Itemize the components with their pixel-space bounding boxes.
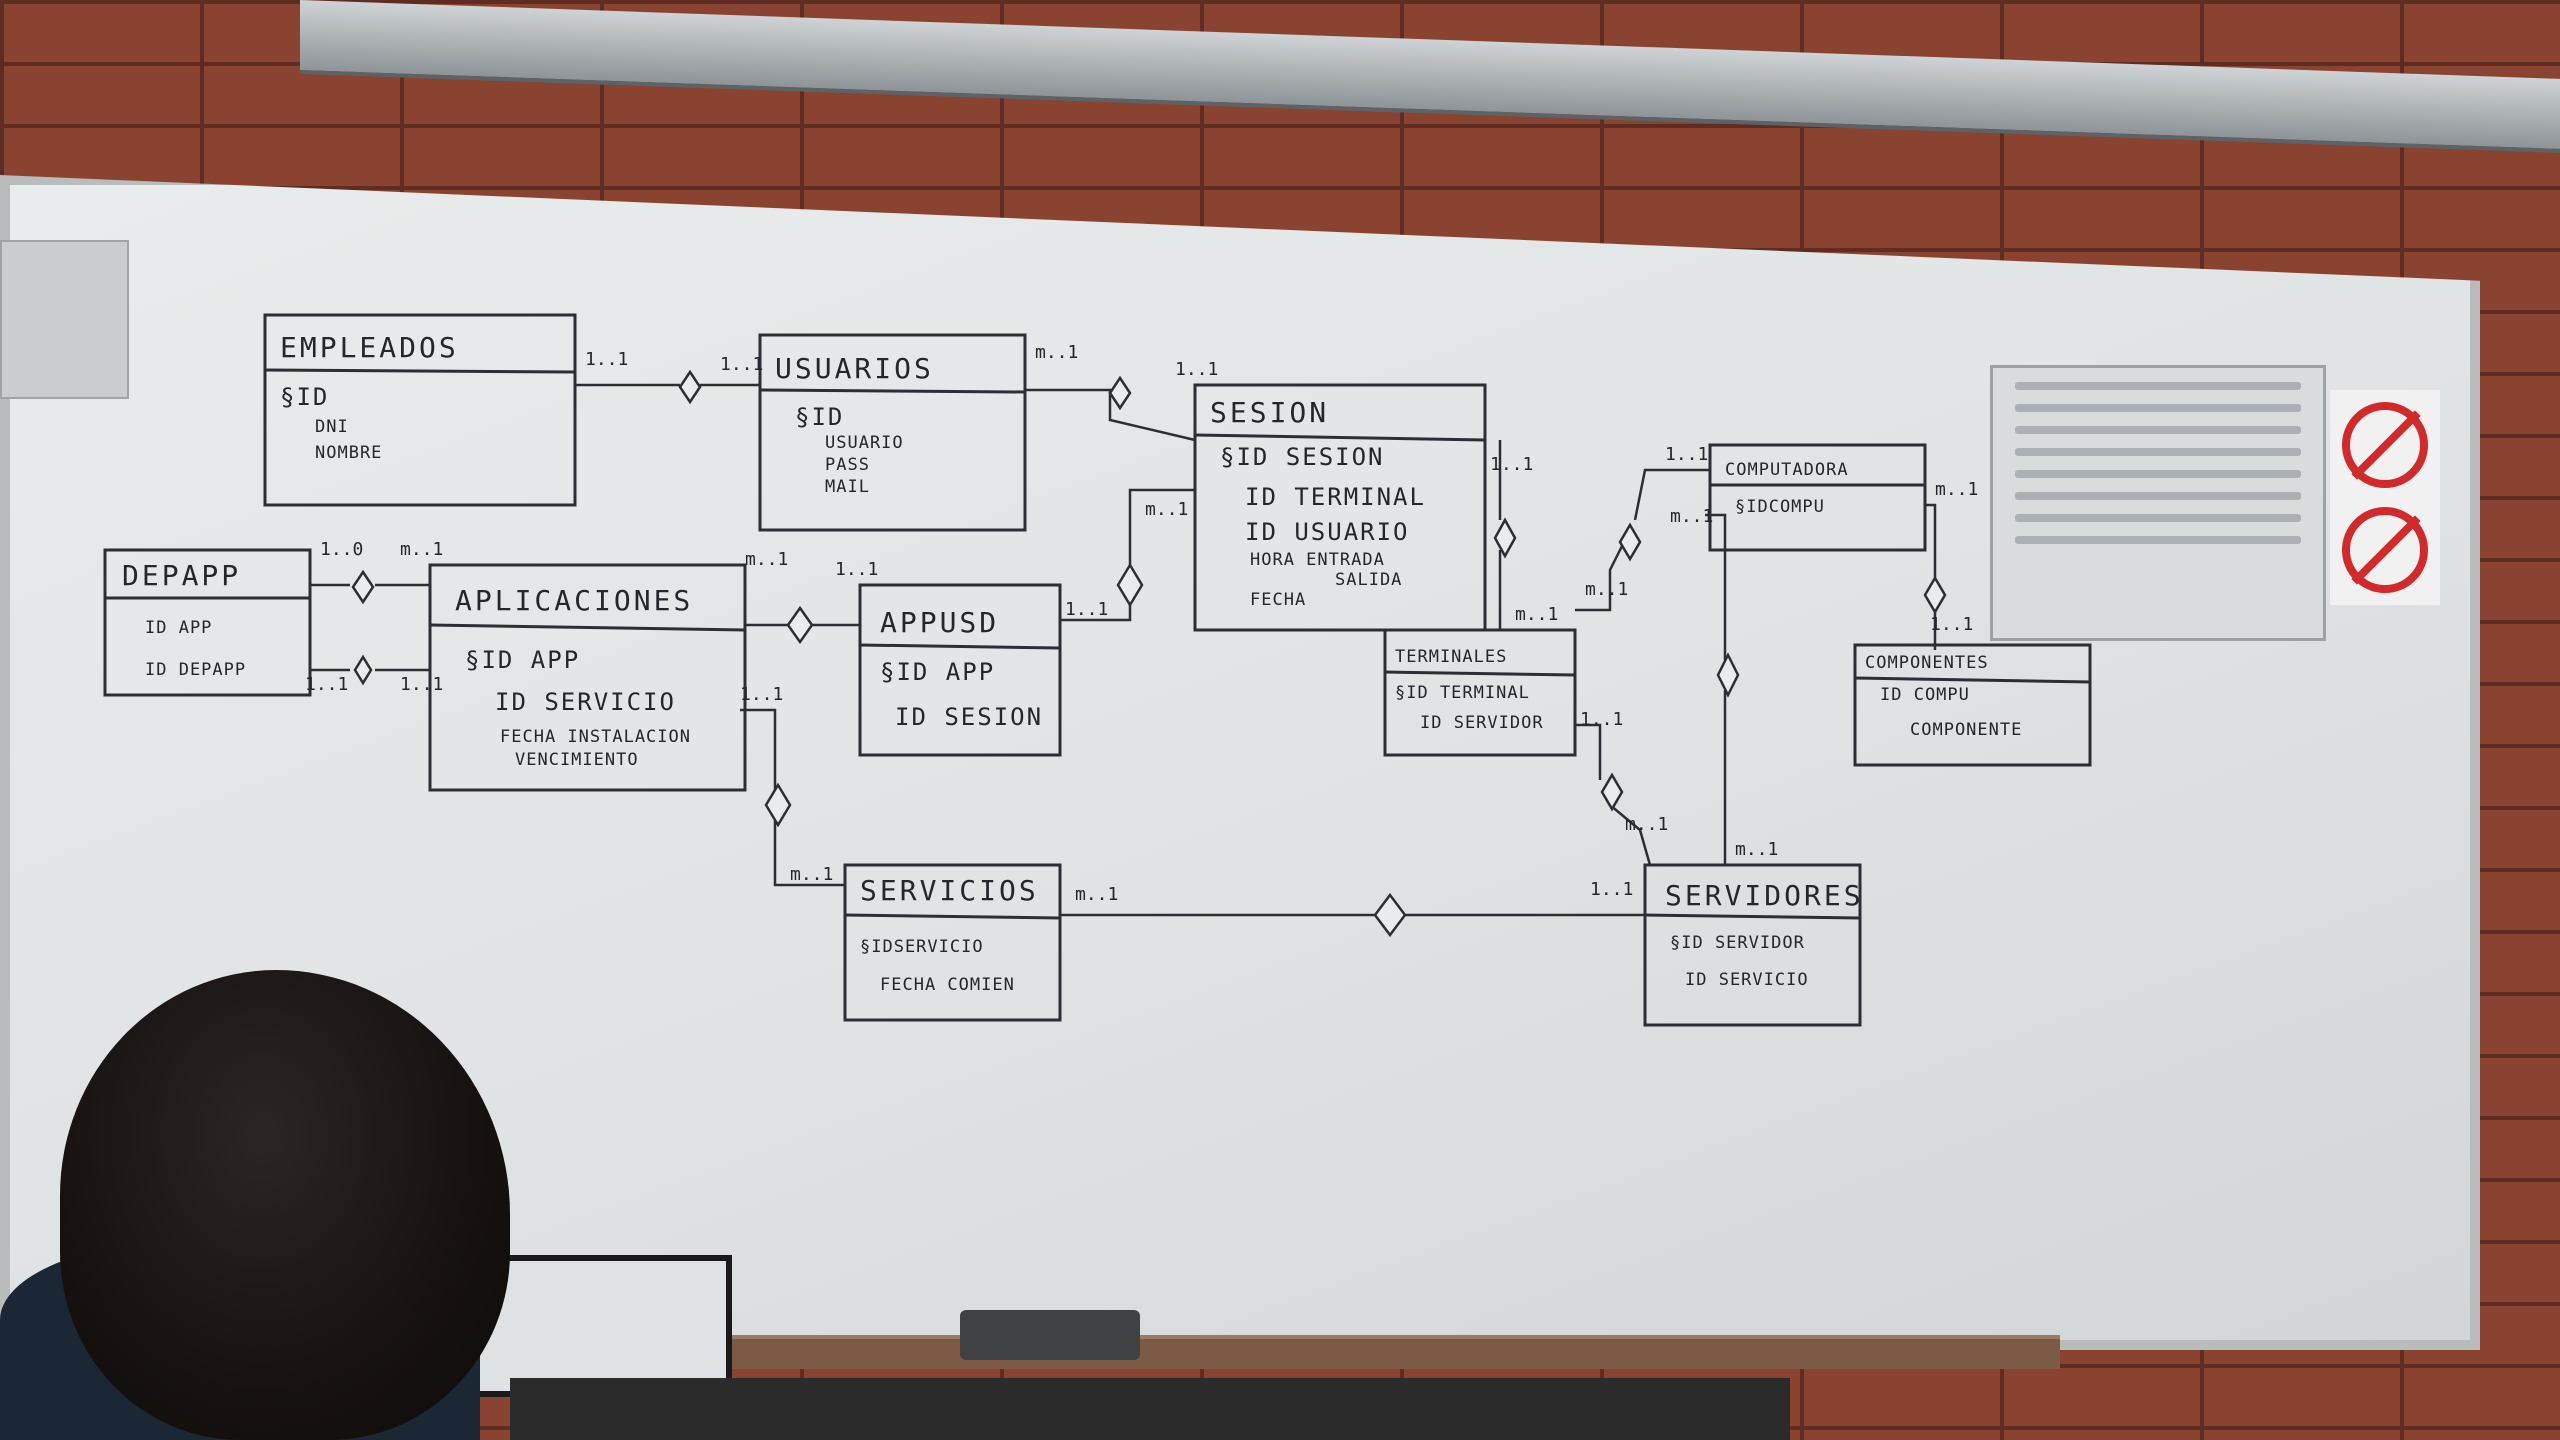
desk (510, 1378, 1790, 1440)
svg-text:§ID SERVIDOR: §ID SERVIDOR (1670, 933, 1805, 953)
entity-empleados: EMPLEADOS §ID DNI NOMBRE (263, 313, 577, 507)
svg-text:ID COMPU: ID COMPU (1880, 685, 1970, 705)
svg-text:SESION: SESION (1210, 396, 1329, 429)
entity-appusd: APPUSD §ID APP ID SESION (858, 583, 1062, 757)
svg-text:1..1: 1..1 (720, 354, 763, 375)
svg-text:ID DEPAPP: ID DEPAPP (145, 660, 246, 680)
svg-text:§ID APP: §ID APP (880, 658, 995, 686)
svg-text:1..1: 1..1 (305, 674, 348, 695)
svg-text:1..1: 1..1 (835, 559, 878, 580)
entity-usuarios: USUARIOS §ID USUARIO PASS MAIL (758, 333, 1027, 532)
svg-text:DNI: DNI (315, 417, 349, 437)
svg-text:m..1: m..1 (1735, 839, 1778, 860)
svg-text:1..1: 1..1 (585, 349, 628, 370)
svg-text:1..1: 1..1 (1930, 614, 1973, 635)
entity-sesion: SESION §ID SESION ID TERMINAL ID USUARIO… (1193, 383, 1487, 632)
entity-servicios: SERVICIOS §IDSERVICIO FECHA COMIEN (843, 863, 1062, 1022)
whiteboard-eraser (960, 1310, 1140, 1360)
svg-text:m..1: m..1 (1515, 604, 1558, 625)
svg-text:1..1: 1..1 (1590, 879, 1633, 900)
svg-text:FECHA COMIEN: FECHA COMIEN (880, 975, 1015, 995)
svg-text:1..1: 1..1 (740, 684, 783, 705)
svg-text:COMPONENTES: COMPONENTES (1865, 653, 1989, 673)
person-head (60, 970, 510, 1440)
svg-text:§IDCOMPU: §IDCOMPU (1735, 497, 1825, 517)
entity-title: TERMINALES (1395, 647, 1507, 667)
svg-text:§ID APP: §ID APP (465, 646, 580, 674)
svg-text:m..1: m..1 (1075, 884, 1118, 905)
svg-text:1..1: 1..1 (1490, 454, 1533, 475)
entity-title: EMPLEADOS (280, 331, 459, 364)
svg-text:1..1: 1..1 (1665, 444, 1708, 465)
svg-text:APPUSD: APPUSD (880, 606, 999, 639)
svg-text:m..1: m..1 (1935, 479, 1978, 500)
svg-text:ID SERVICIO: ID SERVICIO (495, 688, 676, 716)
svg-text:FECHA: FECHA (1250, 590, 1306, 610)
svg-text:HORA ENTRADA: HORA ENTRADA (1250, 550, 1385, 570)
entity-servidores: SERVIDORES §ID SERVIDOR ID SERVICIO (1643, 863, 1864, 1027)
svg-text:§IDSERVICIO: §IDSERVICIO (860, 937, 984, 957)
entity-componentes: COMPONENTES ID COMPU COMPONENTE (1853, 643, 2092, 767)
svg-text:ID SERVIDOR: ID SERVIDOR (1420, 713, 1544, 733)
svg-text:SERVICIOS: SERVICIOS (860, 874, 1039, 907)
entity-terminales: TERMINALES §ID TERMINAL ID SERVIDOR (1383, 628, 1577, 757)
svg-text:1..1: 1..1 (400, 674, 443, 695)
svg-text:1..1: 1..1 (1175, 359, 1218, 380)
marker-tray (700, 1335, 2060, 1369)
svg-text:APLICACIONES: APLICACIONES (455, 584, 693, 617)
svg-text:§ID: §ID (280, 383, 329, 411)
svg-text:§ID: §ID (795, 403, 844, 431)
svg-text:ID SESION: ID SESION (895, 703, 1043, 731)
svg-text:USUARIO: USUARIO (825, 433, 904, 453)
svg-text:ID APP: ID APP (145, 618, 212, 638)
notice-sign (1990, 365, 2326, 641)
svg-text:NOMBRE: NOMBRE (315, 443, 382, 463)
svg-text:ID USUARIO: ID USUARIO (1245, 518, 1410, 546)
wall-sticker (0, 240, 129, 399)
svg-text:MAIL: MAIL (825, 477, 870, 497)
svg-text:ID TERMINAL: ID TERMINAL (1245, 483, 1426, 511)
svg-text:1..1: 1..1 (1065, 599, 1108, 620)
svg-text:m..1: m..1 (400, 539, 443, 560)
svg-text:FECHA INSTALACION: FECHA INSTALACION (500, 727, 691, 747)
svg-text:m..1: m..1 (1035, 342, 1078, 363)
svg-text:m..1: m..1 (1145, 499, 1188, 520)
svg-text:m..1: m..1 (1625, 814, 1668, 835)
svg-text:m..1: m..1 (1585, 579, 1628, 600)
svg-text:VENCIMIENTO: VENCIMIENTO (515, 750, 639, 770)
svg-text:DEPAPP: DEPAPP (122, 559, 241, 592)
svg-text:1..1: 1..1 (1580, 709, 1623, 730)
svg-text:COMPUTADORA: COMPUTADORA (1725, 460, 1849, 480)
no-smoking-icon (2330, 390, 2440, 500)
svg-text:m..1: m..1 (1670, 506, 1713, 527)
svg-text:m..1: m..1 (745, 549, 788, 570)
laptop-screen (470, 1255, 732, 1397)
svg-text:§ID TERMINAL: §ID TERMINAL (1395, 683, 1530, 703)
svg-text:SALIDA: SALIDA (1335, 570, 1402, 590)
svg-text:USUARIOS: USUARIOS (775, 352, 934, 385)
svg-text:1..0: 1..0 (320, 539, 363, 560)
entity-computadora: COMPUTADORA §IDCOMPU (1708, 443, 1927, 552)
svg-text:m..1: m..1 (790, 864, 833, 885)
no-food-icon (2330, 495, 2440, 605)
svg-text:COMPONENTE: COMPONENTE (1910, 720, 2022, 740)
entity-aplicaciones: APLICACIONES §ID APP ID SERVICIO FECHA I… (428, 563, 747, 792)
cardinality-labels: 1..1 1..1 m..1 1..1 m..1 1..1 1..0 m..1 … (305, 342, 1978, 905)
svg-text:ID SERVICIO: ID SERVICIO (1685, 970, 1809, 990)
relationship-diamonds (351, 369, 1947, 938)
svg-text:§ID SESION: §ID SESION (1220, 443, 1385, 471)
entity-depapp: DEPAPP ID APP ID DEPAPP (103, 548, 312, 697)
svg-text:SERVIDORES: SERVIDORES (1665, 879, 1864, 912)
svg-text:PASS: PASS (825, 455, 870, 475)
